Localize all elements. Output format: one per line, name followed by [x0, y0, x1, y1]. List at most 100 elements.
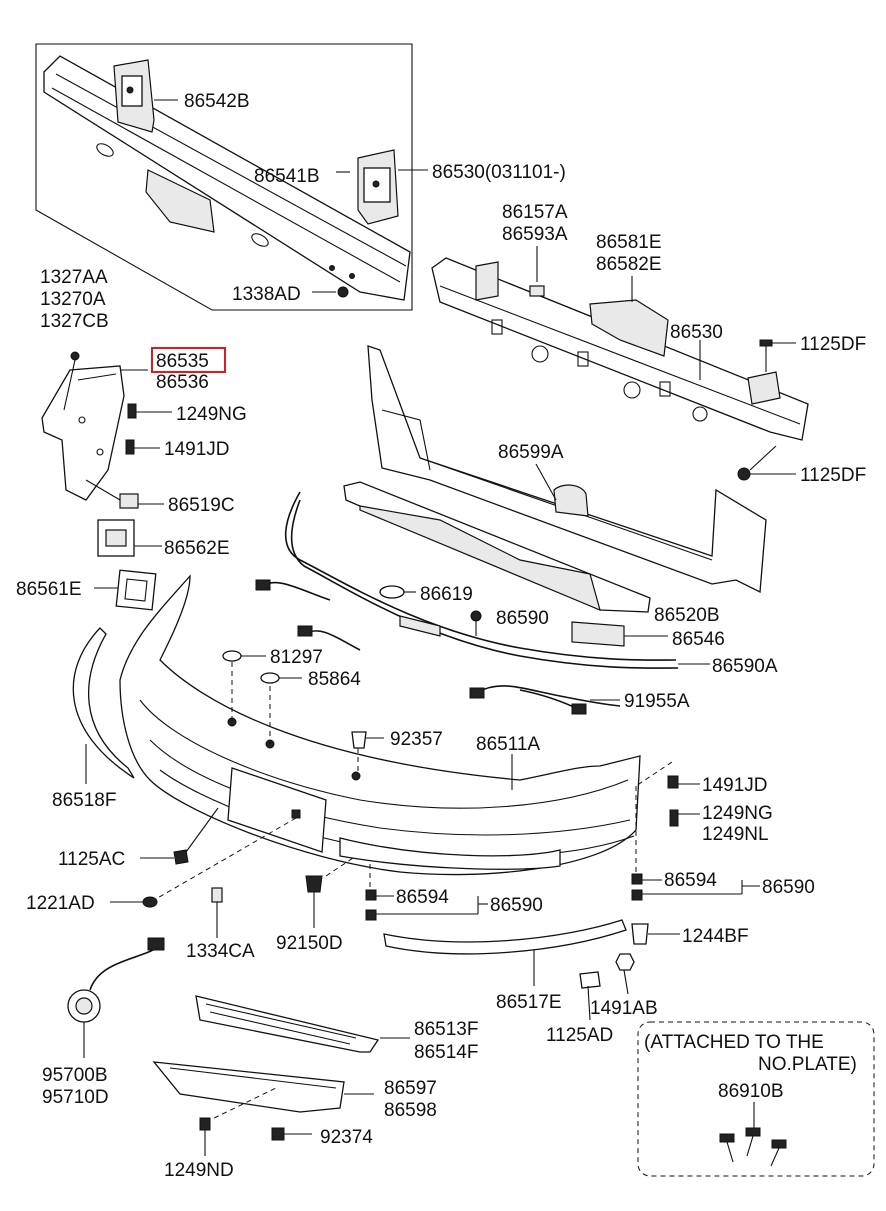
- label-86513f: 86513F: [414, 1019, 478, 1040]
- label-86590-top: 86590: [496, 608, 549, 629]
- label-86590a: 86590A: [712, 656, 778, 677]
- label-86598: 86598: [384, 1100, 437, 1121]
- note-box: [637, 1021, 875, 1177]
- pad-86519c: [119, 493, 139, 509]
- label-86514f: 86514F: [414, 1042, 478, 1063]
- screw-1491jd-top: [125, 439, 160, 455]
- sensor-95700b: [67, 937, 165, 1058]
- label-86594-right: 86594: [664, 870, 717, 891]
- label-1125ad: 1125AD: [546, 1025, 613, 1046]
- inset-beam-group: [35, 43, 428, 311]
- label-86581e: 86581E: [596, 232, 662, 253]
- pad-86562e: [97, 519, 162, 557]
- bracket-86535: [41, 351, 172, 509]
- clip-92357: [351, 731, 384, 776]
- bracket-86541b: [357, 149, 399, 225]
- label-1249ng-top: 1249NG: [176, 404, 247, 425]
- pad-85864: [260, 672, 280, 684]
- label-1327aa: 1327AA: [40, 267, 108, 288]
- stay-86520b: [343, 481, 651, 613]
- labels: 86542B 86541B 86530(031101-) 1338AD 8615…: [16, 91, 866, 1181]
- absorber-86599a: [367, 345, 767, 594]
- label-86541b: 86541B: [254, 166, 320, 187]
- label-86561e: 86561E: [16, 579, 82, 600]
- highlight-86535: [151, 347, 226, 373]
- label-86511a: 86511A: [476, 734, 540, 755]
- label-86520b: 86520B: [654, 605, 720, 626]
- label-86619: 86619: [420, 584, 473, 605]
- label-1221ad: 1221AD: [26, 893, 95, 914]
- note-line-1: (ATTACHED TO THE: [644, 1032, 824, 1053]
- label-86157a: 86157A: [502, 202, 568, 223]
- label-86546: 86546: [672, 629, 725, 650]
- clip-1334ca: [211, 887, 223, 938]
- nut-92374: [271, 1127, 312, 1141]
- label-13270a: 13270A: [40, 289, 106, 310]
- label-86536: 86536: [156, 372, 209, 393]
- grille-86513f: [195, 995, 410, 1053]
- label-86530-date: 86530(031101-): [432, 162, 566, 183]
- clip-86590-top: [470, 610, 482, 636]
- label-92357: 92357: [390, 729, 443, 750]
- label-86518f: 86518F: [52, 790, 116, 811]
- label-1327cb: 1327CB: [40, 311, 109, 332]
- label-1491jd-top: 1491JD: [164, 439, 230, 460]
- label-86590-mid: 86590: [490, 895, 543, 916]
- clip-86157a: [529, 285, 545, 297]
- label-1334ca: 1334CA: [186, 941, 255, 962]
- screw-1249ng-top: [127, 403, 172, 419]
- label-81297: 81297: [270, 647, 323, 668]
- label-86582e: 86582E: [596, 254, 662, 275]
- bumper-cover-86511a: [119, 574, 641, 876]
- label-1491jd-right: 1491JD: [702, 775, 768, 796]
- label-86593a: 86593A: [502, 224, 568, 245]
- label-86590-right: 86590: [762, 877, 815, 898]
- label-1249nl: 1249NL: [702, 824, 769, 845]
- label-86562e: 86562E: [164, 538, 230, 559]
- label-86597: 86597: [384, 1078, 437, 1099]
- bracket-86542b: [113, 59, 155, 133]
- label-92374: 92374: [320, 1127, 373, 1148]
- nut-1338ad: [337, 286, 349, 298]
- nut-1491ab: [615, 953, 635, 995]
- label-1491ab: 1491AB: [590, 998, 658, 1019]
- label-1244bf: 1244BF: [682, 926, 749, 947]
- screw-1221ad: [110, 896, 158, 908]
- label-1125df-bottom: 1125DF: [800, 465, 866, 486]
- bolt-1125ac: [140, 849, 189, 865]
- label-95710d: 95710D: [42, 1087, 109, 1108]
- note-line-2: NO.PLATE): [758, 1054, 857, 1075]
- pad-86619: [379, 585, 405, 599]
- screw-1249nd: [199, 1117, 211, 1156]
- label-95700b: 95700B: [42, 1065, 108, 1086]
- screw-86910b: [719, 1127, 787, 1167]
- label-1125df-top: 1125DF: [800, 334, 866, 355]
- label-1125ac: 1125AC: [58, 849, 125, 870]
- bracket-86581e: [589, 299, 669, 357]
- beam-86530: [431, 246, 809, 481]
- clip-86594-right: [631, 873, 760, 901]
- label-1249ng-right: 1249NG: [702, 803, 773, 824]
- bolt-1125df-top: [759, 339, 796, 372]
- garnish-86597: [152, 1061, 374, 1123]
- label-86599a: 86599A: [498, 442, 564, 463]
- plate-bracket: [153, 767, 327, 901]
- label-86535: 86535: [156, 351, 209, 372]
- label-92150d: 92150D: [276, 933, 343, 954]
- strip-86518f: [72, 627, 135, 784]
- bolt-1125ad: [579, 971, 601, 1021]
- label-86594-mid: 86594: [396, 887, 449, 908]
- label-91955a: 91955A: [624, 691, 690, 712]
- bracket-small: [399, 615, 441, 637]
- screw-1249ng-right: [669, 809, 700, 827]
- plate-86546: [571, 621, 625, 647]
- clip-92150d: [305, 855, 357, 928]
- pad-81297: [222, 650, 242, 662]
- screw-1491jd-right: [635, 761, 700, 789]
- label-86517e: 86517E: [496, 992, 562, 1013]
- label-85864: 85864: [308, 669, 361, 690]
- label-86530: 86530: [670, 322, 723, 343]
- label-86519c: 86519C: [168, 495, 235, 516]
- lip-86517e: [383, 919, 627, 986]
